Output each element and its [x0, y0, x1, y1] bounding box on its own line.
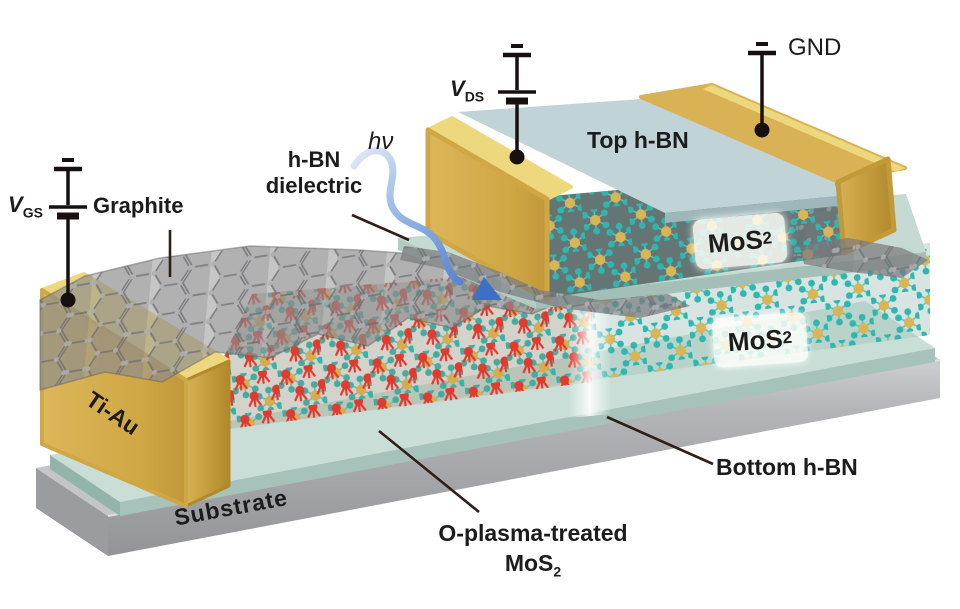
vgs-symbol: V	[8, 192, 23, 217]
o-plasma-line2-subscript: 2	[553, 563, 562, 580]
vds-subscript: DS	[464, 88, 485, 105]
mos2-top-text: MoS	[706, 223, 764, 259]
circuit-symbols	[49, 42, 776, 308]
photon-arrow	[350, 147, 502, 300]
gnd-ground-symbol	[748, 42, 776, 138]
vgs-subscript: GS	[22, 204, 43, 221]
vds-label: VDS	[450, 76, 485, 105]
photon-label: hν	[368, 128, 394, 155]
mos2-bottom-subscript: 2	[781, 327, 793, 348]
top-hbn-slab	[458, 99, 838, 223]
vgs-battery-symbol	[49, 158, 87, 308]
graphite-sheet	[39, 245, 571, 391]
pointer-line-o-plasma	[378, 429, 480, 514]
o-plasma-line2: MoS2	[400, 548, 666, 580]
o-plasma-label: O-plasma-treated MoS2	[400, 518, 666, 580]
o-plasma-line2-text: MoS	[504, 550, 554, 576]
hbn-dielectric-line1: h-BN	[287, 147, 341, 172]
gnd-label: GND	[788, 34, 842, 61]
graphite-label: Graphite	[93, 193, 184, 218]
mos2-bottom-text: MoS	[726, 322, 784, 357]
bottom-hbn-label: Bottom h-BN	[716, 454, 858, 480]
hbn-dielectric-line2: dielectric	[265, 173, 363, 199]
vgs-label: VGS	[8, 192, 43, 221]
top-hbn-label: Top h-BN	[587, 127, 689, 153]
pointer-line-bottom-hbn	[606, 415, 714, 466]
o-plasma-line1: O-plasma-treated	[438, 520, 628, 546]
vds-symbol: V	[450, 76, 465, 101]
pointer-line-dielectric	[351, 213, 410, 242]
pointer-lines	[168, 213, 714, 514]
hbn-dielectric-label: h-BN dielectric	[240, 147, 388, 200]
vds-battery-symbol	[498, 44, 536, 165]
mos2-top-subscript: 2	[761, 228, 773, 248]
graphite-chains	[400, 238, 928, 318]
source-electrode	[639, 83, 907, 256]
